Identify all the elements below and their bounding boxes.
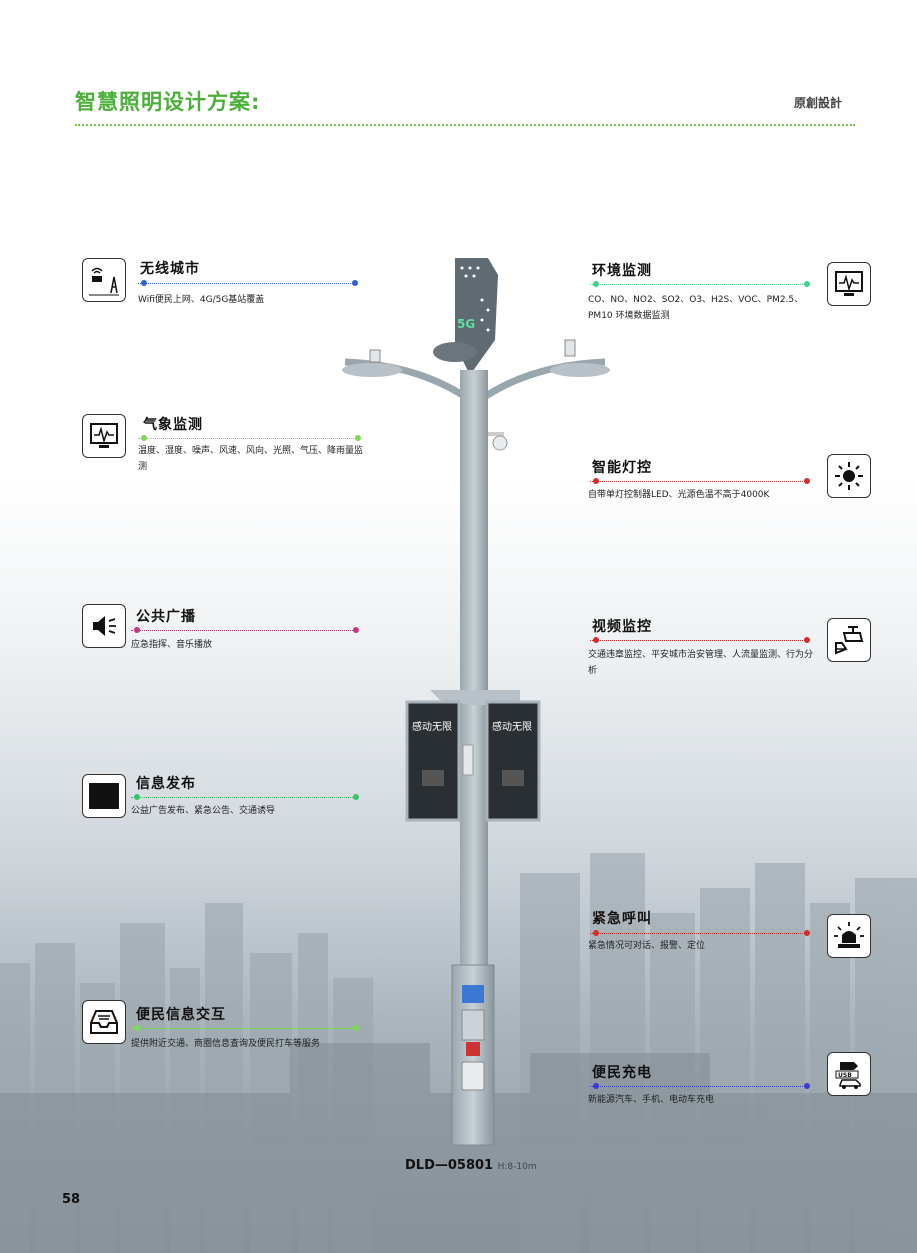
feature-line-environment bbox=[590, 284, 807, 285]
feature-dot-emergency-end bbox=[804, 930, 810, 936]
screen-icon bbox=[82, 774, 126, 818]
wifi-tower-icon bbox=[82, 258, 126, 302]
feature-dot-convenience-info bbox=[134, 1025, 140, 1031]
feature-line-emergency bbox=[590, 933, 807, 934]
feature-dot-emergency bbox=[593, 930, 599, 936]
feature-line-charging bbox=[590, 1086, 807, 1087]
feature-line-info-release bbox=[131, 797, 355, 798]
city-skyline bbox=[0, 853, 917, 1253]
feature-line-broadcast bbox=[131, 630, 355, 631]
feature-dot-weather bbox=[141, 435, 147, 441]
feature-dot-broadcast-end bbox=[353, 627, 359, 633]
feature-title-charging: 便民充电 bbox=[592, 1065, 652, 1081]
feature-title-video: 视频监控 bbox=[592, 619, 652, 635]
feature-line-smart-light bbox=[590, 481, 807, 482]
model-label: DLD—05801 H:8-10m bbox=[405, 1158, 537, 1173]
feature-desc-weather: 温度、湿度、噪声、风速、风向、光照、气压、降雨量监测 bbox=[138, 446, 364, 472]
feature-title-smart-light: 智能灯控 bbox=[592, 460, 652, 476]
feature-title-wireless-city: 无线城市 bbox=[140, 261, 200, 277]
feature-dot-smart-light bbox=[593, 478, 599, 484]
ad-text-left: 感动无限 bbox=[412, 720, 452, 733]
inbox-icon bbox=[82, 1000, 126, 1044]
feature-title-emergency: 紧急呼叫 bbox=[592, 911, 652, 927]
charger-icon: USB bbox=[827, 1052, 871, 1096]
feature-title-weather: 气象监测 bbox=[143, 417, 203, 433]
feature-desc-video: 交通违章监控、平安城市治安管理、人流量监测、行为分析 bbox=[588, 650, 814, 676]
feature-dot-environment-end bbox=[804, 281, 810, 287]
feature-dot-weather-end bbox=[355, 435, 361, 441]
sun-icon bbox=[827, 454, 871, 498]
feature-dot-smart-light-end bbox=[804, 478, 810, 484]
feature-dot-environment bbox=[593, 281, 599, 287]
weather-monitor-icon bbox=[82, 414, 126, 458]
feature-desc-emergency: 紧急情况可对话、报警、定位 bbox=[588, 941, 706, 951]
original-design-label: 原創設計 bbox=[793, 96, 842, 110]
feature-dot-charging-end bbox=[804, 1083, 810, 1089]
feature-desc-info-release: 公益广告发布、紧急公告、交通诱导 bbox=[131, 806, 276, 816]
feature-dot-info-release-end bbox=[353, 794, 359, 800]
feature-desc-charging: 新能源汽车、手机、电动车充电 bbox=[588, 1095, 715, 1105]
model-height: H:8-10m bbox=[497, 1162, 537, 1172]
header-divider bbox=[75, 124, 855, 126]
feature-desc-smart-light: 自带单灯控制器LED、光源色温不高于4000K bbox=[588, 490, 770, 500]
page-title: 智慧照明设计方案: bbox=[75, 90, 261, 114]
feature-line-wireless-city bbox=[138, 283, 353, 284]
speaker-icon bbox=[82, 604, 126, 648]
feature-title-environment: 环境监测 bbox=[592, 263, 652, 279]
feature-dot-info-release bbox=[134, 794, 140, 800]
feature-desc-wireless-city: Wifi便民上网、4G/5G基站覆盖 bbox=[138, 295, 265, 305]
feature-line-weather bbox=[138, 438, 356, 439]
model-code: DLD—05801 bbox=[405, 1158, 494, 1173]
environment-monitor-icon bbox=[827, 262, 871, 306]
feature-dot-charging bbox=[593, 1083, 599, 1089]
feature-line-convenience-info bbox=[131, 1028, 355, 1029]
feature-dot-wireless-city-end bbox=[352, 280, 358, 286]
feature-dot-broadcast bbox=[134, 627, 140, 633]
alarm-icon bbox=[827, 914, 871, 958]
feature-dot-video-end bbox=[804, 637, 810, 643]
camera-icon bbox=[827, 618, 871, 662]
feature-dot-video bbox=[593, 637, 599, 643]
feature-title-info-release: 信息发布 bbox=[136, 776, 196, 792]
feature-desc-broadcast: 应急指挥、音乐播放 bbox=[131, 640, 213, 650]
page-number: 58 bbox=[62, 1192, 81, 1207]
svg-text:USB: USB bbox=[838, 1072, 852, 1079]
feature-dot-wireless-city bbox=[141, 280, 147, 286]
feature-desc-environment: CO、NO、NO2、SO2、O3、H2S、VOC、PM2.5、PM10 环境数据… bbox=[588, 295, 804, 321]
feature-line-video bbox=[590, 640, 807, 641]
feature-desc-convenience-info: 提供附近交通、商圈信息查询及便民打车等服务 bbox=[131, 1039, 321, 1049]
feature-title-broadcast: 公共广播 bbox=[136, 609, 196, 625]
feature-dot-convenience-info-end bbox=[353, 1025, 359, 1031]
5g-badge: 5G bbox=[457, 317, 475, 331]
ad-text-right: 感动无限 bbox=[492, 720, 532, 733]
feature-title-convenience-info: 便民信息交互 bbox=[136, 1007, 226, 1023]
